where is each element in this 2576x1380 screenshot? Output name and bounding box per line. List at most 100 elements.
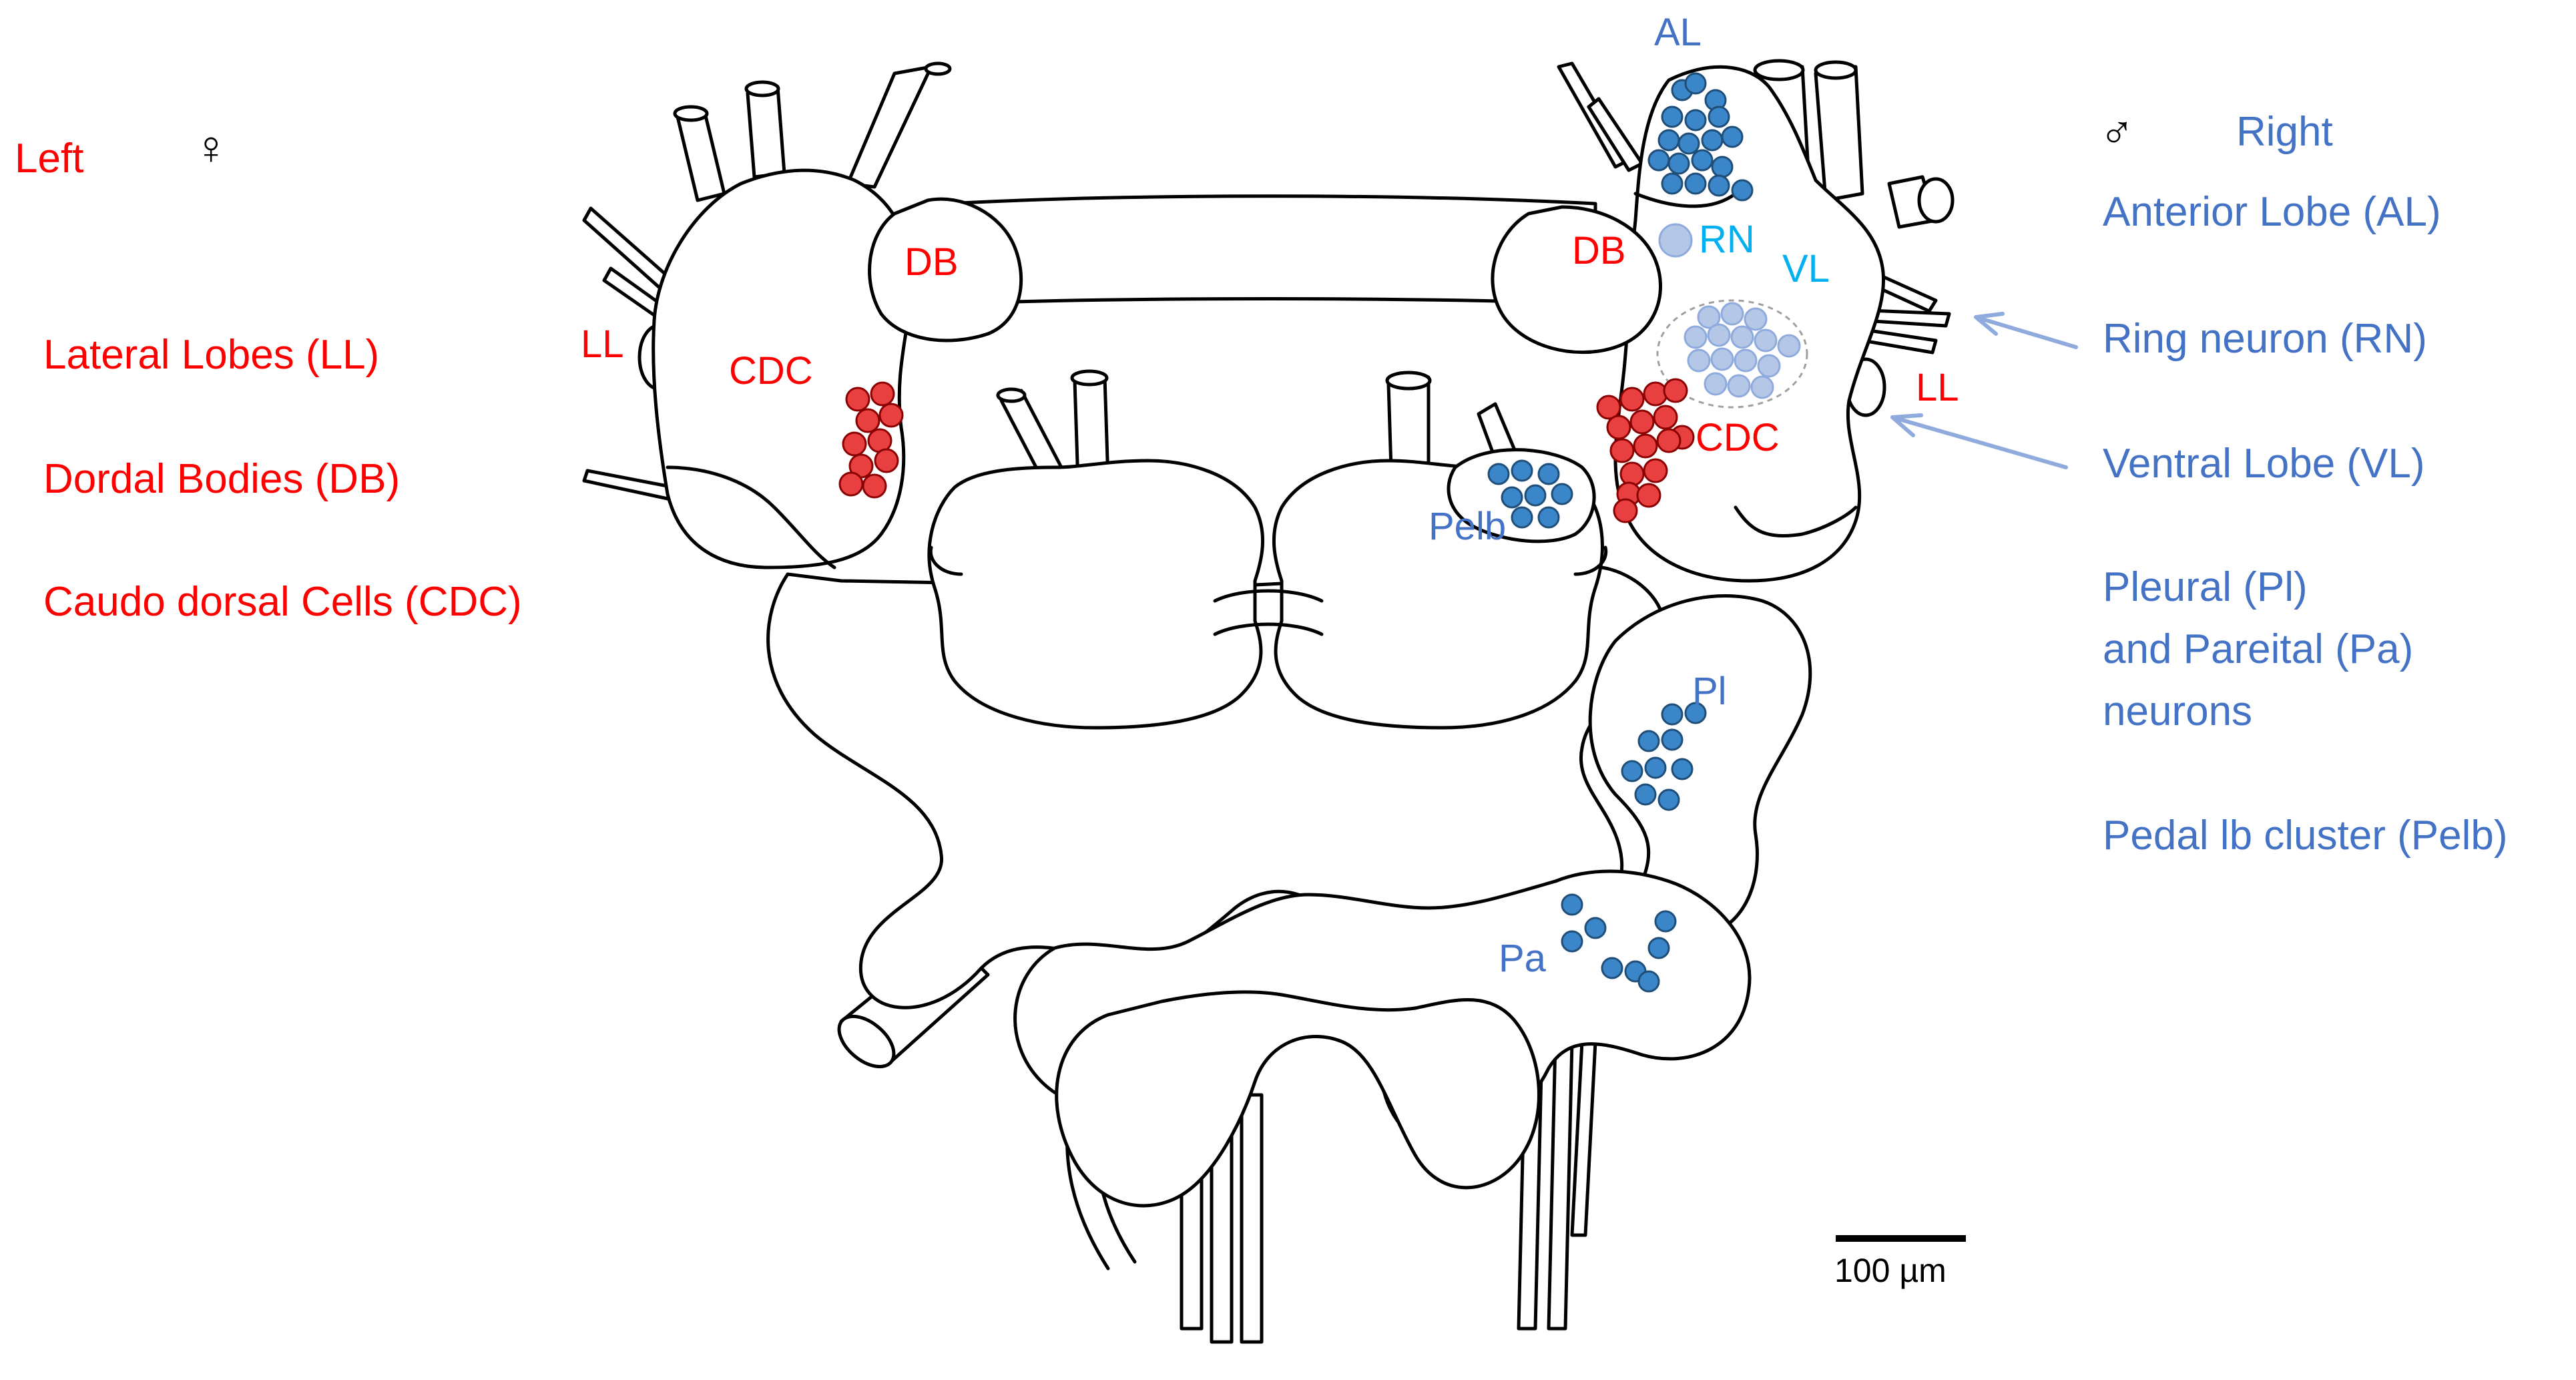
pleural-ganglion-right xyxy=(1588,594,1812,940)
label-ll-right: LL xyxy=(1916,366,1959,409)
label-al: AL xyxy=(1654,11,1702,54)
rn-cell xyxy=(1720,302,1744,326)
pedal-ganglion-left xyxy=(927,459,1264,730)
pl-cell xyxy=(1637,730,1660,752)
pa-cell xyxy=(1601,957,1623,979)
al-cell xyxy=(1661,172,1684,195)
pelb-cell xyxy=(1511,506,1533,529)
cdc-cell xyxy=(862,473,887,499)
rn-cell xyxy=(1727,374,1751,398)
pa-cell xyxy=(1637,970,1660,993)
al-cell xyxy=(1661,105,1684,128)
label-pa: Pa xyxy=(1499,937,1547,980)
rn-cell xyxy=(1730,325,1754,349)
al-cell xyxy=(1657,129,1680,152)
pl-cell xyxy=(1621,760,1643,782)
al-cell xyxy=(1701,129,1724,152)
cdc-cell xyxy=(1643,381,1668,407)
male-symbol: ♂ xyxy=(2099,106,2135,158)
cdc-cell xyxy=(845,387,870,412)
rn-cells xyxy=(1658,223,1801,399)
al-cell xyxy=(1731,179,1754,202)
legend-db: Dordal Bodies (DB) xyxy=(43,456,400,502)
pl-cell xyxy=(1671,758,1694,780)
al-cell xyxy=(1678,132,1700,155)
legend-ll: Lateral Lobes (LL) xyxy=(43,332,379,378)
al-cell xyxy=(1708,174,1730,197)
pl-cell xyxy=(1634,783,1657,806)
cdc-cell xyxy=(1636,483,1661,508)
label-cdc-left: CDC xyxy=(729,349,813,393)
pelb-cell xyxy=(1511,459,1533,482)
ganglia-bodies xyxy=(652,65,1885,1208)
pa-cell xyxy=(1584,917,1607,939)
lower-ganglion xyxy=(1055,990,1541,1208)
rn-cell xyxy=(1777,334,1801,358)
rn-cell xyxy=(1707,323,1731,347)
rn-cell xyxy=(1684,325,1708,349)
al-cell xyxy=(1684,72,1707,95)
cdc-cells-left xyxy=(838,381,904,499)
cdc-cell xyxy=(1619,387,1645,412)
cdc-cell xyxy=(870,381,895,407)
pa-cells xyxy=(1561,893,1677,993)
pl-cell xyxy=(1684,702,1707,724)
pl-cells xyxy=(1621,702,1707,811)
legend-plpa-2: and Pareital (Pa) xyxy=(2103,626,2413,672)
rn-cell xyxy=(1757,354,1781,378)
pa-cell xyxy=(1647,937,1670,959)
label-rn: RN xyxy=(1699,218,1755,261)
rn-cell xyxy=(1744,307,1768,331)
al-cell xyxy=(1708,105,1730,128)
diagram-labels: AL DB DB LL LL CDC CDC RN VL Pelb Pl Pa xyxy=(581,11,1959,980)
pelb-cells xyxy=(1487,459,1573,529)
rn-cell xyxy=(1687,349,1711,373)
arrow-vl xyxy=(1890,415,2068,469)
al-cell xyxy=(1667,152,1690,175)
cdc-cell xyxy=(1606,415,1631,440)
arrow-rn xyxy=(1974,315,2078,349)
pa-cell xyxy=(1561,930,1583,953)
cdc-cells-right xyxy=(1596,378,1695,523)
left-title: Left xyxy=(15,136,83,182)
label-cdc-right: CDC xyxy=(1696,416,1780,459)
cdc-cell xyxy=(855,408,880,433)
cdc-cell xyxy=(838,471,864,497)
label-pelb: Pelb xyxy=(1429,505,1506,548)
rn-cell xyxy=(1704,372,1728,396)
pl-cell xyxy=(1661,703,1684,726)
cdc-cell xyxy=(1596,395,1621,420)
rn-cluster-outline xyxy=(1656,299,1808,409)
pelb-cell xyxy=(1487,463,1510,485)
legend-arrows xyxy=(1890,312,2078,469)
pa-cell xyxy=(1654,910,1677,933)
right-title: Right xyxy=(2236,109,2333,155)
cdc-cell xyxy=(1633,433,1658,459)
legend-plpa-3: neurons xyxy=(2103,688,2252,734)
label-db-left: DB xyxy=(905,240,959,284)
al-cell xyxy=(1691,149,1714,172)
pl-cell xyxy=(1661,728,1684,751)
label-pl: Pl xyxy=(1692,670,1727,713)
pa-cell xyxy=(1561,893,1583,916)
cdc-cell xyxy=(1663,378,1688,403)
legend-rn: Ring neuron (RN) xyxy=(2103,316,2427,362)
legend-vl: Ventral Lobe (VL) xyxy=(2103,441,2425,487)
pelb-cell xyxy=(1551,483,1573,505)
rn-cell xyxy=(1754,328,1778,353)
rn-cell xyxy=(1750,375,1774,399)
al-cell xyxy=(1684,109,1707,132)
al-cell xyxy=(1721,126,1744,148)
pl-cell xyxy=(1644,756,1667,779)
pelb-cell xyxy=(1524,484,1547,507)
right-legend: ♂ Right Anterior Lobe (AL) Ring neuron (… xyxy=(2099,106,2508,859)
rn-cell xyxy=(1710,347,1734,371)
label-vl: VL xyxy=(1782,247,1830,290)
cdc-cell xyxy=(878,403,904,428)
al-cell xyxy=(1684,172,1707,195)
al-cells xyxy=(1647,72,1754,202)
scale-bar: 100 µm xyxy=(1834,1235,1966,1289)
al-cell xyxy=(1711,156,1734,178)
